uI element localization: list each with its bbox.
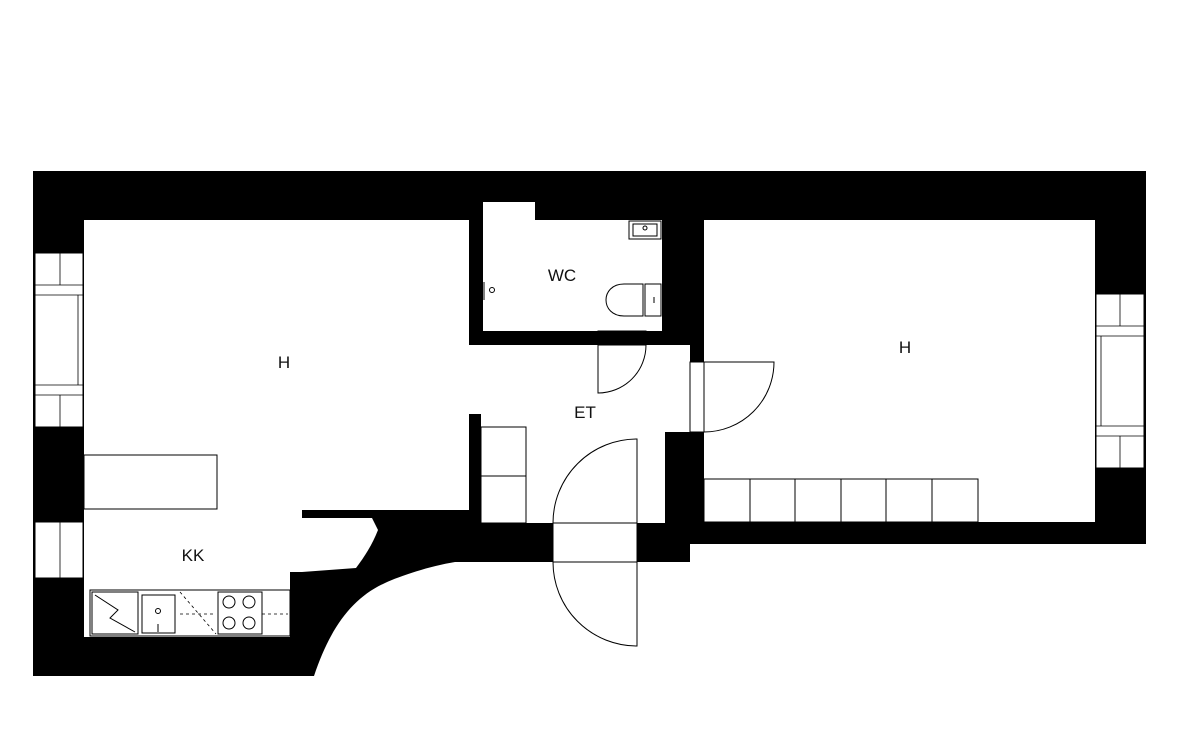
washbasin-icon xyxy=(628,220,662,240)
kitchen-island xyxy=(83,454,218,510)
toilet-icon xyxy=(605,283,662,317)
window-left-lower xyxy=(34,521,84,579)
kitchen-counter xyxy=(89,589,291,637)
dishwasher-icon xyxy=(179,591,288,635)
wardrobes xyxy=(703,478,979,523)
window-left-upper xyxy=(34,252,84,428)
door-swing-icon xyxy=(552,330,775,647)
room-label-kitchen: KK xyxy=(182,546,205,565)
room-label-wc: WC xyxy=(548,266,576,285)
room-label-hallway: ET xyxy=(574,403,596,422)
room-label-living: H xyxy=(278,353,290,372)
floor-areas xyxy=(84,202,1095,637)
sink-icon xyxy=(141,594,176,634)
room-label-bedroom: H xyxy=(899,338,911,357)
window-right xyxy=(1095,293,1145,469)
stove-icon xyxy=(217,591,263,635)
fridge-icon xyxy=(91,591,139,635)
hall-cabinet xyxy=(480,426,527,524)
shower-tap-icon xyxy=(483,282,495,300)
